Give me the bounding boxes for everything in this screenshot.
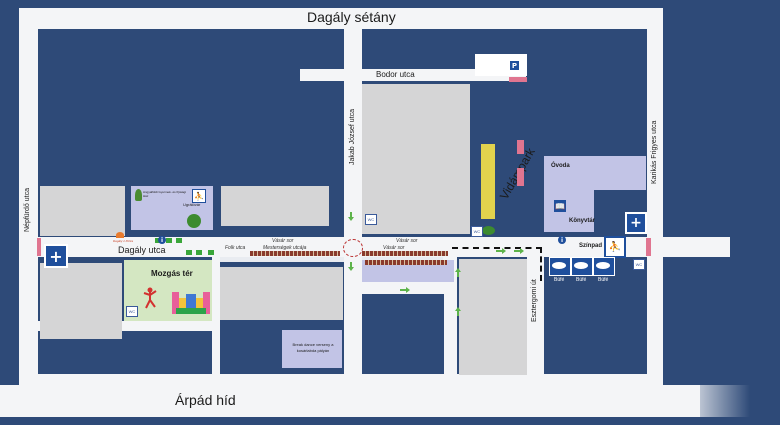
block-north-large <box>362 84 470 234</box>
market-vasar-1: Vásár sor <box>272 238 294 244</box>
street-arpad-hid: Árpád híd <box>175 392 236 408</box>
block-south-right <box>459 259 527 375</box>
arrow-right-icon <box>514 248 524 254</box>
parking-barrier <box>509 77 527 82</box>
pizza-icon <box>116 232 124 238</box>
green-logo-icon <box>482 226 495 235</box>
parking-lot <box>475 54 527 76</box>
booth-oval <box>574 262 588 269</box>
vidampark-pink-2 <box>517 168 524 186</box>
place-break-dance: Break dance verseny a kosárlabda pályán <box>292 342 334 353</box>
block-market-south <box>362 260 454 282</box>
stalls-row-2 <box>362 251 448 256</box>
bouncy-castle <box>172 290 210 316</box>
road-esztergomi <box>527 257 544 385</box>
arrow-right-icon <box>400 287 410 293</box>
green-marker <box>186 250 192 255</box>
street-nepfurdo: Népfürdő utca <box>24 188 31 232</box>
road-outer-right <box>647 8 663 394</box>
block-break-dance <box>282 330 342 368</box>
wc-icon: WC <box>126 306 138 317</box>
block-konyvtar <box>544 190 594 232</box>
block-south-center <box>362 294 444 374</box>
green-marker <box>196 250 202 255</box>
arrow-down-icon <box>348 262 354 271</box>
market-vasar-2: Vásár sor <box>383 245 405 251</box>
block-sw <box>40 263 122 339</box>
place-pizza: Dagály 1 Pizza <box>113 239 134 243</box>
stalls-row-3 <box>365 260 447 265</box>
karate-figure <box>143 287 157 309</box>
booth-label: Büfé <box>576 277 587 283</box>
first-aid-icon: + <box>44 244 68 268</box>
street-dagaly-utca: Dagály utca <box>118 245 166 255</box>
market-mesterseg: Mesterségek utcája <box>263 245 307 251</box>
place-ovoda: Óvoda <box>551 163 570 169</box>
street-dagaly-setany: Dagály sétány <box>307 9 396 25</box>
wc-icon: WC <box>633 259 645 270</box>
road-bodor <box>300 69 526 81</box>
green-marker <box>208 250 214 255</box>
barrier-east <box>646 238 651 256</box>
street-esztergomi: Esztergomi út <box>531 279 538 322</box>
road-bottom-fade <box>680 385 750 417</box>
road-inner-vert <box>443 257 457 385</box>
road-dagaly-utca-south <box>215 257 455 262</box>
street-jakab: Jakab József utca <box>349 108 356 165</box>
block-south-mid <box>220 267 343 320</box>
info-icon: i <box>558 236 566 244</box>
arrow-up-icon <box>455 268 461 277</box>
block-nw <box>40 186 125 236</box>
vidampark-pink-1 <box>517 140 524 154</box>
road-outer-top <box>19 8 663 29</box>
wc-icon: WC <box>471 226 483 237</box>
place-sport-org: Angyalföldi Gyermek- és Ifjúsági Ház <box>143 190 187 198</box>
road-inner-bottom <box>38 374 647 386</box>
wc-icon: WC <box>365 214 377 225</box>
block-north-mid <box>221 186 329 226</box>
market-vasar-3: Vásár sor <box>396 238 418 244</box>
barrier-oval <box>343 239 363 257</box>
parking-icon: P <box>510 61 519 70</box>
place-konyvtar: Könyvtár <box>569 218 596 224</box>
stalls-row-1 <box>250 251 340 256</box>
barrier-west <box>37 238 41 256</box>
green-logo-icon <box>187 214 201 228</box>
sport-org-logo <box>135 189 142 201</box>
vidampark-area <box>481 144 495 219</box>
arrow-up-icon <box>455 307 461 316</box>
street-bodor: Bodor utca <box>376 70 415 79</box>
road-jakab <box>344 29 362 374</box>
place-ugralovar-sign: Ugrálóvár <box>183 202 201 207</box>
booth-label: Büfé <box>554 277 565 283</box>
dashed-route <box>452 247 542 251</box>
booth-oval <box>596 262 610 269</box>
block-ovoda <box>544 156 646 190</box>
booth-oval <box>552 262 566 269</box>
green-marker <box>166 238 172 243</box>
road-bottom <box>0 385 700 417</box>
road-south-left <box>38 321 216 331</box>
market-folk: Folk utca <box>225 245 246 251</box>
place-mozgas-ter: Mozgás tér <box>151 269 193 278</box>
sport-icon: ⛹ <box>192 189 206 203</box>
road-outer-left <box>19 8 38 394</box>
road-inner-right-top <box>362 282 454 294</box>
green-marker <box>176 238 182 243</box>
library-icon: 📖 <box>554 200 566 212</box>
info-icon: i <box>158 236 166 244</box>
arrow-down-icon <box>348 212 354 221</box>
booth-label: Büfé <box>598 277 609 283</box>
place-szinpad: Színpad <box>579 243 603 249</box>
stage-icon: ⛹ <box>604 236 626 258</box>
dashed-route-vertical <box>540 247 544 281</box>
first-aid-icon: + <box>625 212 647 234</box>
road-south-mid <box>212 257 220 374</box>
street-karikas: Karikás Frigyes utca <box>651 120 658 184</box>
arrow-right-icon <box>496 248 506 254</box>
